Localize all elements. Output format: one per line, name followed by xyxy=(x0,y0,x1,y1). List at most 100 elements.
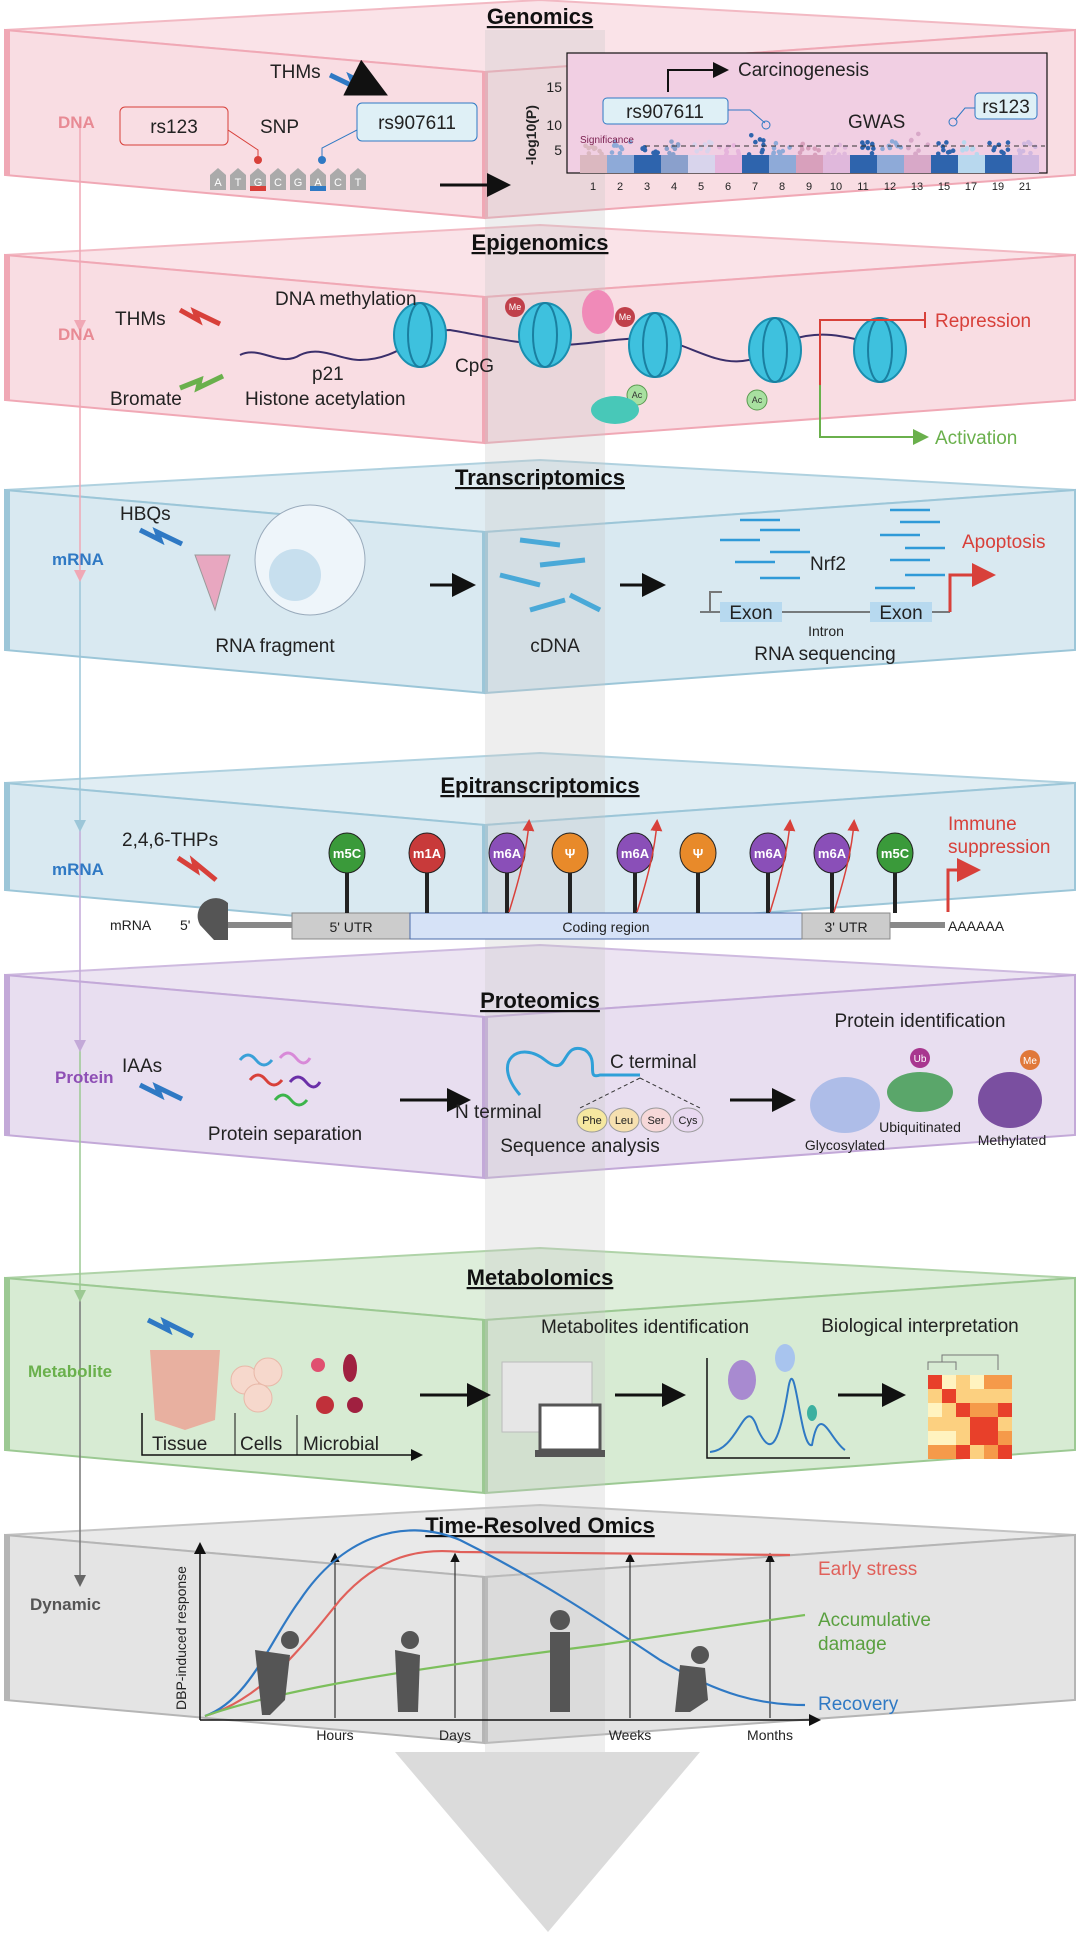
lightning-icon xyxy=(138,527,184,547)
snp-point xyxy=(628,139,633,145)
chromosome-bar xyxy=(1012,155,1039,173)
snp-point xyxy=(669,139,674,144)
dna-base xyxy=(270,168,286,190)
label-3-utr: 3' UTR xyxy=(824,919,867,935)
label-exon: Exon xyxy=(879,603,922,624)
time-ylabel: DBP-induced response xyxy=(173,1566,189,1710)
heatmap-cell xyxy=(956,1431,970,1445)
rna-modification-mark: m5C xyxy=(328,832,366,913)
snp-point xyxy=(640,146,646,151)
chromosome-bar xyxy=(850,155,877,173)
lightning-icon xyxy=(176,855,218,882)
snp-point xyxy=(865,145,871,151)
snp-point xyxy=(771,145,777,151)
snp-point xyxy=(950,148,956,154)
label-ubiquitinated: Ubiquitinated xyxy=(879,1119,961,1135)
snp-point xyxy=(842,151,847,157)
heatmap-cell xyxy=(928,1445,942,1459)
snp-point xyxy=(960,147,965,152)
snp-point xyxy=(1032,144,1038,150)
rna-modification-mark: m6A xyxy=(616,819,663,913)
gwas-xtick: 15 xyxy=(938,181,950,193)
heatmap-cell xyxy=(956,1445,970,1459)
chromosome-bar xyxy=(877,155,904,173)
transcriptomics-panel: Transcriptomics mRNA HBQs RNA fragment c… xyxy=(52,465,1045,665)
gwas-xtick: 7 xyxy=(752,181,758,193)
dna-base-letter: G xyxy=(294,177,303,189)
rna-modification-label: m1A xyxy=(413,846,442,861)
methyltransferase-icon xyxy=(582,290,614,334)
side-label-dna: DNA xyxy=(58,325,95,344)
gwas-xtick: 5 xyxy=(698,181,704,193)
label-sequence-analysis: Sequence analysis xyxy=(500,1136,660,1157)
snp-point xyxy=(987,140,992,146)
rna-modification-label: m5C xyxy=(333,846,362,861)
lightning-icon xyxy=(179,373,225,393)
snp-rs907611: rs907611 xyxy=(378,113,456,134)
heatmap-cell xyxy=(998,1375,1012,1389)
ub-tag: Ub xyxy=(914,1054,927,1065)
label-cdna: cDNA xyxy=(530,636,580,657)
rna-modification-label: m6A xyxy=(754,846,783,861)
dna-base-letter: G xyxy=(254,177,263,189)
rna-modification-label: Ψ xyxy=(565,846,576,861)
proteomics-panel: Proteomics Protein IAAs Protein separati… xyxy=(55,988,1046,1157)
tube-icon xyxy=(194,554,231,612)
gwas-xtick: 6 xyxy=(725,181,731,193)
snp-box-rs907611 xyxy=(356,102,478,142)
snp-point xyxy=(1021,141,1027,147)
snp-point xyxy=(614,143,619,148)
heatmap-cell xyxy=(970,1403,984,1417)
heatmap-cell xyxy=(984,1375,998,1389)
snp-point xyxy=(753,139,758,145)
gwas-xtick: 10 xyxy=(830,181,842,193)
gwas-ytick: 10 xyxy=(546,117,562,133)
chromosome-bar xyxy=(742,155,769,173)
snp-point xyxy=(913,151,919,157)
time-xtick: Days xyxy=(439,1727,471,1743)
rna-modification-mark: Ψ xyxy=(679,832,717,913)
snp-point xyxy=(970,146,976,151)
gwas-xtick: 17 xyxy=(965,181,977,193)
label-glycosylated: Glycosylated xyxy=(805,1137,885,1153)
rna-modification-mark: Ψ xyxy=(551,832,589,913)
gwas-xtick: 19 xyxy=(992,181,1004,193)
stressor-thps: 2,4,6-THPs xyxy=(122,830,218,851)
label-protein-separation: Protein separation xyxy=(208,1124,362,1145)
label-cpg: CpG xyxy=(455,356,494,377)
snp-box-rs123 xyxy=(119,106,229,146)
snp-point xyxy=(830,150,836,155)
snp-point xyxy=(893,140,898,145)
label-early-stress: Early stress xyxy=(818,1559,917,1580)
heatmap-cell xyxy=(928,1431,942,1445)
gwas-xtick: 4 xyxy=(671,181,677,193)
snp-point xyxy=(836,152,842,157)
label-histone-acetylation: Histone acetylation xyxy=(245,389,406,410)
peptide-chain-icon xyxy=(506,1046,640,1096)
rna-modification-mark: m1A xyxy=(408,832,446,913)
heatmap-cell xyxy=(942,1431,956,1445)
snp-point xyxy=(723,152,729,158)
acetyltransferase-icon xyxy=(591,396,639,424)
dna-base xyxy=(250,168,266,190)
gwas-snp-rs123: rs123 xyxy=(982,97,1030,118)
snp-point xyxy=(909,137,914,143)
outcome-suppression: suppression xyxy=(948,837,1050,858)
label-mrna: mRNA xyxy=(110,917,152,933)
gwas-xtick: 21 xyxy=(1019,181,1031,193)
dna-base xyxy=(310,168,326,190)
snp-point xyxy=(705,148,710,154)
side-label-dynamic: Dynamic xyxy=(30,1595,101,1614)
snp-point xyxy=(999,149,1004,155)
label-microbial: Microbial xyxy=(303,1434,379,1455)
rna-modification-label: m6A xyxy=(621,846,650,861)
curve-early-stress xyxy=(204,1549,791,1718)
heatmap-cell xyxy=(998,1417,1012,1431)
nucleosome-icon: Me xyxy=(505,297,572,368)
snp-point xyxy=(619,146,625,152)
snp-label: SNP xyxy=(260,117,299,138)
label-coding-region: Coding region xyxy=(562,919,649,935)
snp-point xyxy=(672,146,678,152)
rna-modification-label: Ψ xyxy=(693,846,704,861)
